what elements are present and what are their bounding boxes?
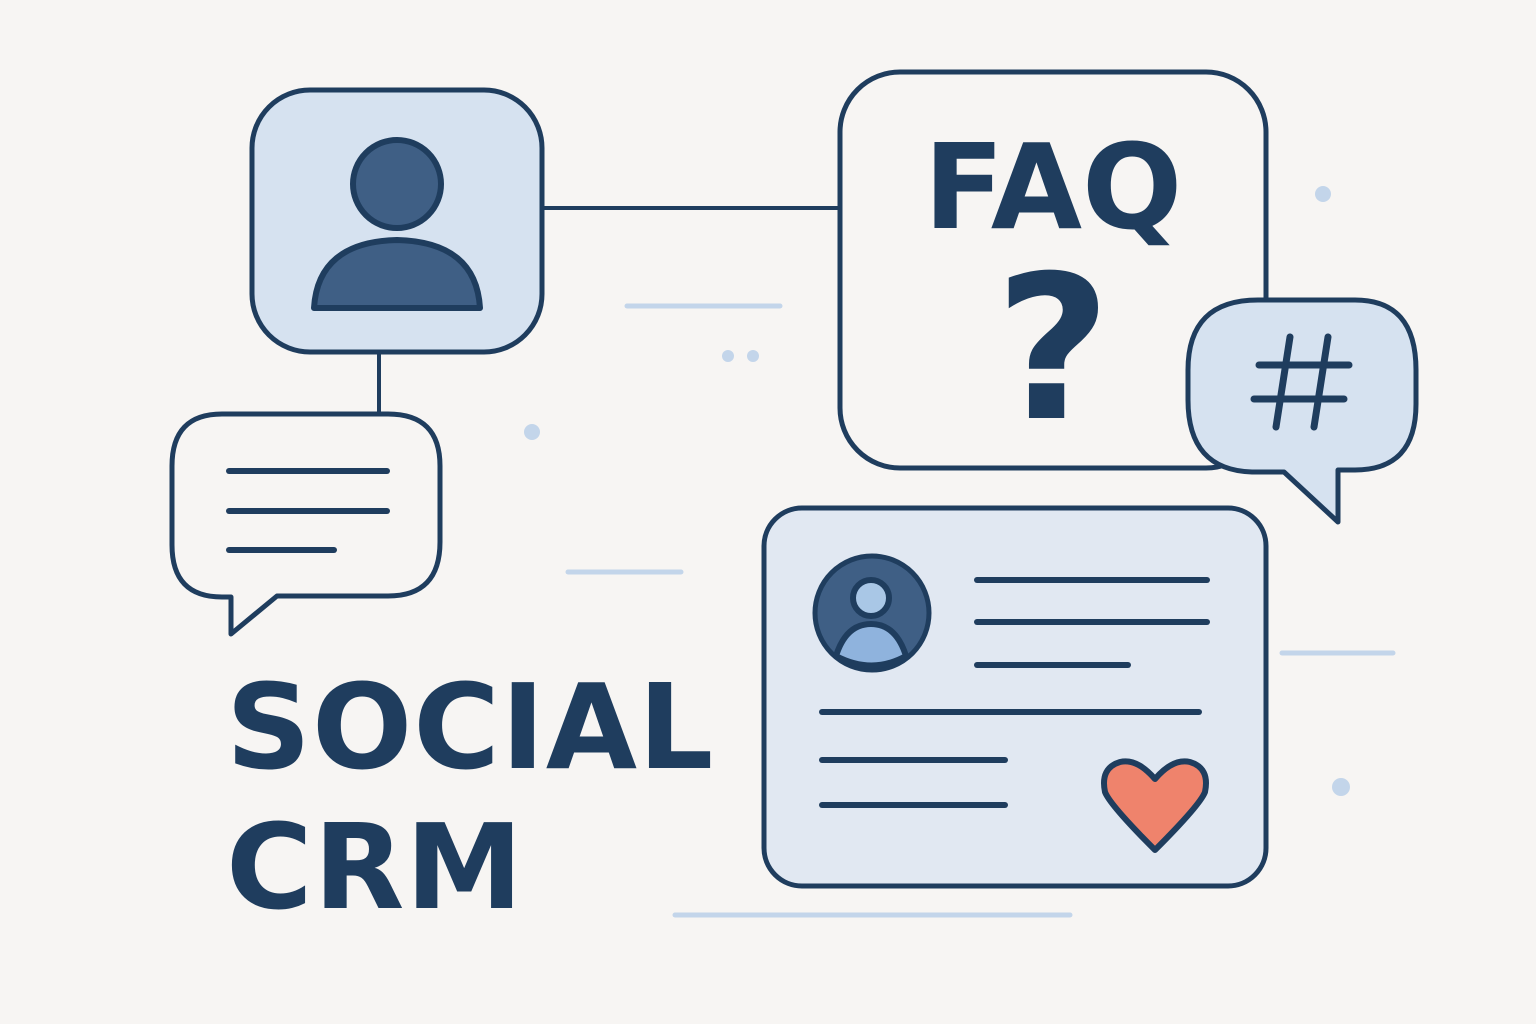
decorative-elements bbox=[524, 186, 1396, 918]
title-line-crm: CRM bbox=[226, 798, 524, 936]
user-profile-icon bbox=[249, 87, 545, 355]
connector-lines bbox=[377, 206, 840, 414]
faq-icon bbox=[837, 69, 1269, 471]
chat-bubble-icon bbox=[169, 411, 443, 637]
avatar-icon bbox=[812, 553, 932, 673]
title-line-social: SOCIAL bbox=[226, 658, 715, 796]
faq-label: FAQ bbox=[923, 118, 1183, 256]
heart-icon bbox=[1101, 758, 1209, 853]
hashtag-icon bbox=[1185, 297, 1419, 525]
question-mark-icon: ? bbox=[994, 233, 1111, 466]
social-post-card bbox=[761, 505, 1269, 889]
